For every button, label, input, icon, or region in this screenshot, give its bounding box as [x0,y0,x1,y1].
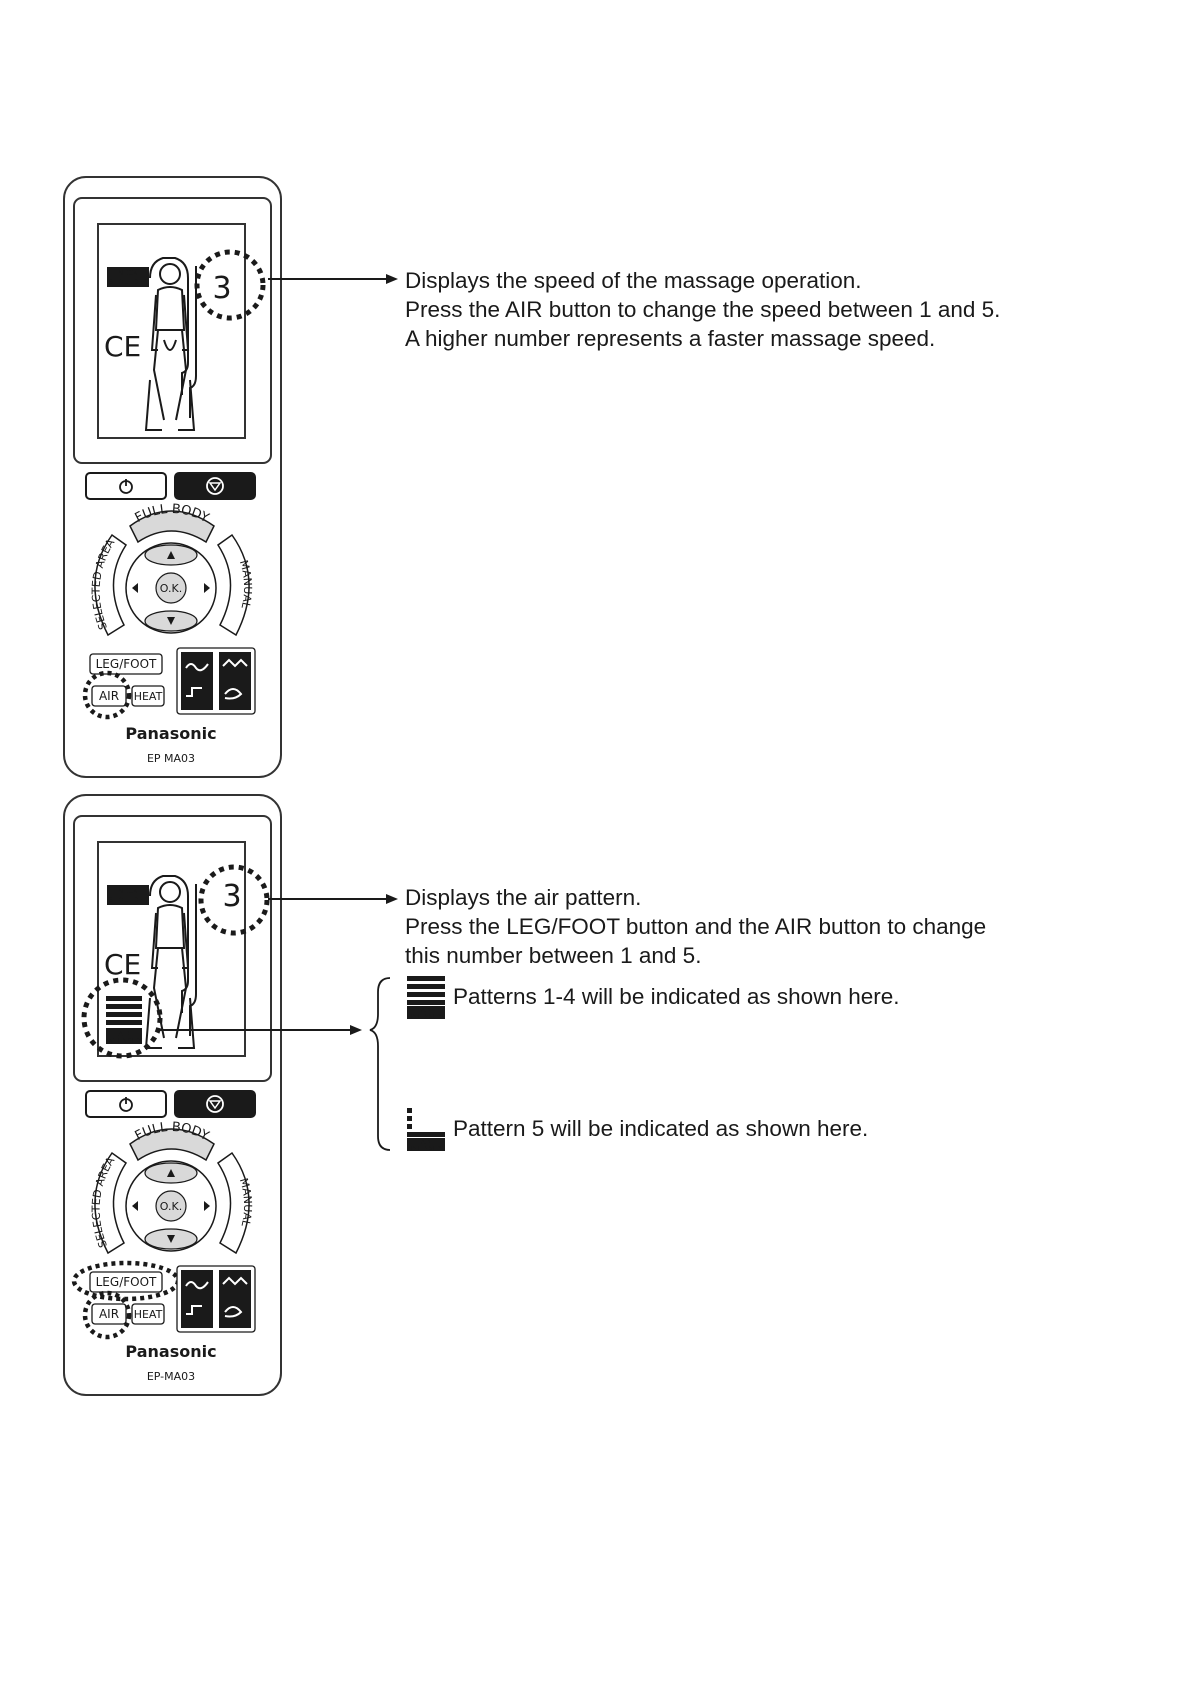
speed-description-line-1: Displays the speed of the massage operat… [405,268,862,293]
stretch-button-left[interactable] [181,652,213,710]
power-button[interactable] [85,472,167,500]
speed-digit-display: 3 [212,271,231,306]
svg-text:INTENSITY: INTENSITY [106,1037,143,1045]
pattern-5-text: Pattern 5 will be indicated as shown her… [453,1116,869,1141]
side-code-display: CE [104,330,141,363]
pattern-description-line-3: this number between 1 and 5. [405,943,702,968]
svg-text:LEG/FOOT: LEG/FOOT [96,657,157,671]
svg-text:LEG/FOOT: LEG/FOOT [96,1275,157,1289]
remote-top-drawing: NECK SHOULDER CE 3 FULL BODY SELECTED [63,176,398,778]
pattern-brace [369,977,391,1151]
up-button[interactable] [144,544,198,566]
speed-description: Displays the speed of the massage operat… [405,266,1000,353]
left-button[interactable] [132,1201,138,1211]
pattern-number-pointer-arrow [268,894,398,904]
air-intensity-bars-icon: AIR INTENSITY [106,996,143,1045]
air-button[interactable]: AIR [91,685,127,707]
speed-highlight-circle [194,249,266,321]
stretch-button-left[interactable] [181,1270,213,1328]
svg-text:MANUAL: MANUAL [237,1177,254,1229]
stop-button[interactable] [174,1090,256,1118]
stop-button[interactable] [174,472,256,500]
leg-foot-button[interactable]: LEG/FOOT [89,1271,163,1293]
stretch-button-right[interactable] [219,652,251,710]
model-number: EP-MA03 [147,1370,195,1383]
svg-text:SHOULDER: SHOULDER [109,278,148,286]
speed-pointer-arrow [268,274,398,284]
remote-bottom-drawing: NECK SHOULDER CE 3 AIR INTENSITY FULL [63,794,398,1396]
heat-button[interactable]: HEAT [131,1303,165,1325]
svg-text:INTENSITY: INTENSITY [410,1145,441,1152]
svg-text:NECK: NECK [118,269,138,277]
air-intensity-full-icon: AIR INTENSITY [407,976,445,1020]
pattern-description: Displays the air pattern. Press the LEG/… [405,883,986,970]
stretch-button-right[interactable] [219,1270,251,1328]
model-number: EP MA03 [147,752,195,765]
lcd-screen [97,223,246,439]
right-button[interactable] [204,1201,210,1211]
air-intensity-pointer-arrow [160,1025,362,1035]
svg-text:AIR: AIR [99,689,119,703]
air-highlight-circle [82,670,132,720]
speed-description-line-3: A higher number represents a faster mass… [405,326,936,351]
air-button[interactable]: AIR [91,1303,127,1325]
pattern-description-line-1: Displays the air pattern. [405,885,642,910]
manual-button[interactable]: MANUAL [216,1151,254,1255]
svg-text:HEAT: HEAT [134,690,163,703]
speed-digit-display: 3 [222,879,241,914]
air-intensity-highlight-circle [81,977,163,1059]
manual-button[interactable]: MANUAL [216,533,254,637]
pattern-description-line-2: Press the LEG/FOOT button and the AIR bu… [405,914,987,939]
remote-control-top: NECK SHOULDER CE 3 FULL BODY SELECTED [0,170,1190,790]
leg-foot-button[interactable]: LEG/FOOT [89,653,163,675]
up-button[interactable] [144,1162,198,1184]
svg-text:AIR: AIR [421,1139,431,1146]
patterns-1-4-text: Patterns 1-4 will be indicated as shown … [453,984,900,1009]
svg-text:SHOULDER: SHOULDER [109,896,148,904]
ok-button[interactable]: O.K. [155,572,187,604]
chair-figure-icon [144,257,197,431]
svg-text:HEAT: HEAT [134,1308,163,1321]
air-highlight-circle [82,1290,132,1340]
chair-figure-icon [144,875,197,1049]
left-button[interactable] [132,583,138,593]
neck-shoulder-indicator: NECK SHOULDER [107,267,149,287]
svg-text:O.K.: O.K. [160,582,182,595]
brand-logo: Panasonic [125,724,216,743]
neck-shoulder-indicator: NECK SHOULDER [107,885,149,905]
remote-control-bottom: NECK SHOULDER CE 3 AIR INTENSITY FULL [0,788,1190,1408]
brand-logo: Panasonic [125,1342,216,1361]
svg-text:AIR: AIR [118,1030,130,1038]
down-button[interactable] [144,1228,198,1250]
air-intensity-pattern-5-icon: AIR INTENSITY [407,1108,445,1152]
svg-text:AIR: AIR [99,1307,119,1321]
svg-text:NECK: NECK [118,887,138,895]
speed-description-line-2: Press the AIR button to change the speed… [405,297,1001,322]
down-button[interactable] [144,610,198,632]
svg-text:MANUAL: MANUAL [237,559,254,611]
side-code-display: CE [104,948,141,981]
svg-text:AIR: AIR [421,1007,431,1014]
power-button[interactable] [85,1090,167,1118]
svg-text:O.K.: O.K. [160,1200,182,1213]
heat-button[interactable]: HEAT [131,685,165,707]
speed-highlight-circle [198,864,270,936]
right-button[interactable] [204,583,210,593]
svg-text:INTENSITY: INTENSITY [410,1013,441,1020]
ok-button[interactable]: O.K. [155,1190,187,1222]
